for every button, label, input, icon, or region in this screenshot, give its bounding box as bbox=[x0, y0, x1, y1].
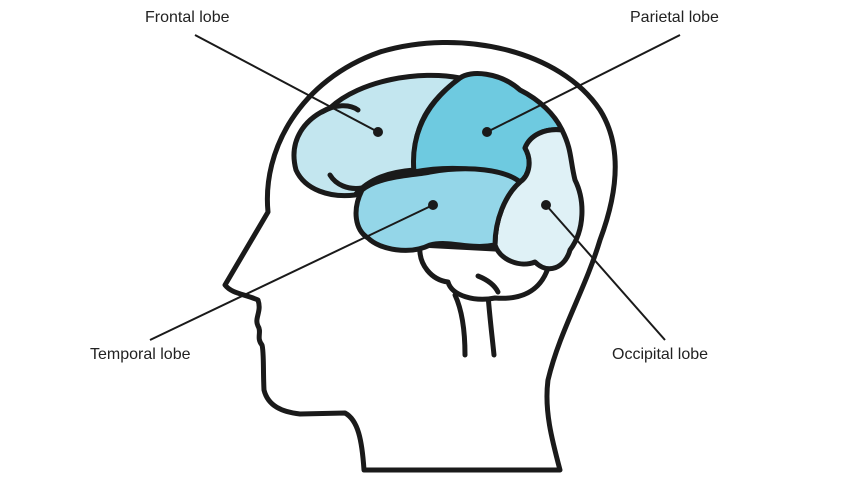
brainstem bbox=[452, 292, 497, 358]
parietal-marker bbox=[482, 127, 492, 137]
occipital-marker bbox=[541, 200, 551, 210]
frontal-marker bbox=[373, 127, 383, 137]
head-outline bbox=[222, 40, 618, 473]
parietal-lobe-label: Parietal lobe bbox=[630, 9, 719, 26]
temporal-marker bbox=[428, 200, 438, 210]
temporal-lobe-label: Temporal lobe bbox=[90, 346, 191, 363]
parietal-leader-line bbox=[486, 34, 681, 133]
occipital-lobe-label: Occipital lobe bbox=[612, 346, 709, 363]
frontal-lobe-label: Frontal lobe bbox=[145, 9, 230, 26]
temporal-lobe bbox=[353, 166, 523, 253]
temporal-leader-line bbox=[149, 204, 434, 341]
cerebellum-fold bbox=[475, 273, 501, 295]
occipital-leader-line bbox=[545, 204, 666, 341]
frontal-leader-line bbox=[194, 34, 379, 133]
frontal-sulci bbox=[319, 103, 365, 191]
